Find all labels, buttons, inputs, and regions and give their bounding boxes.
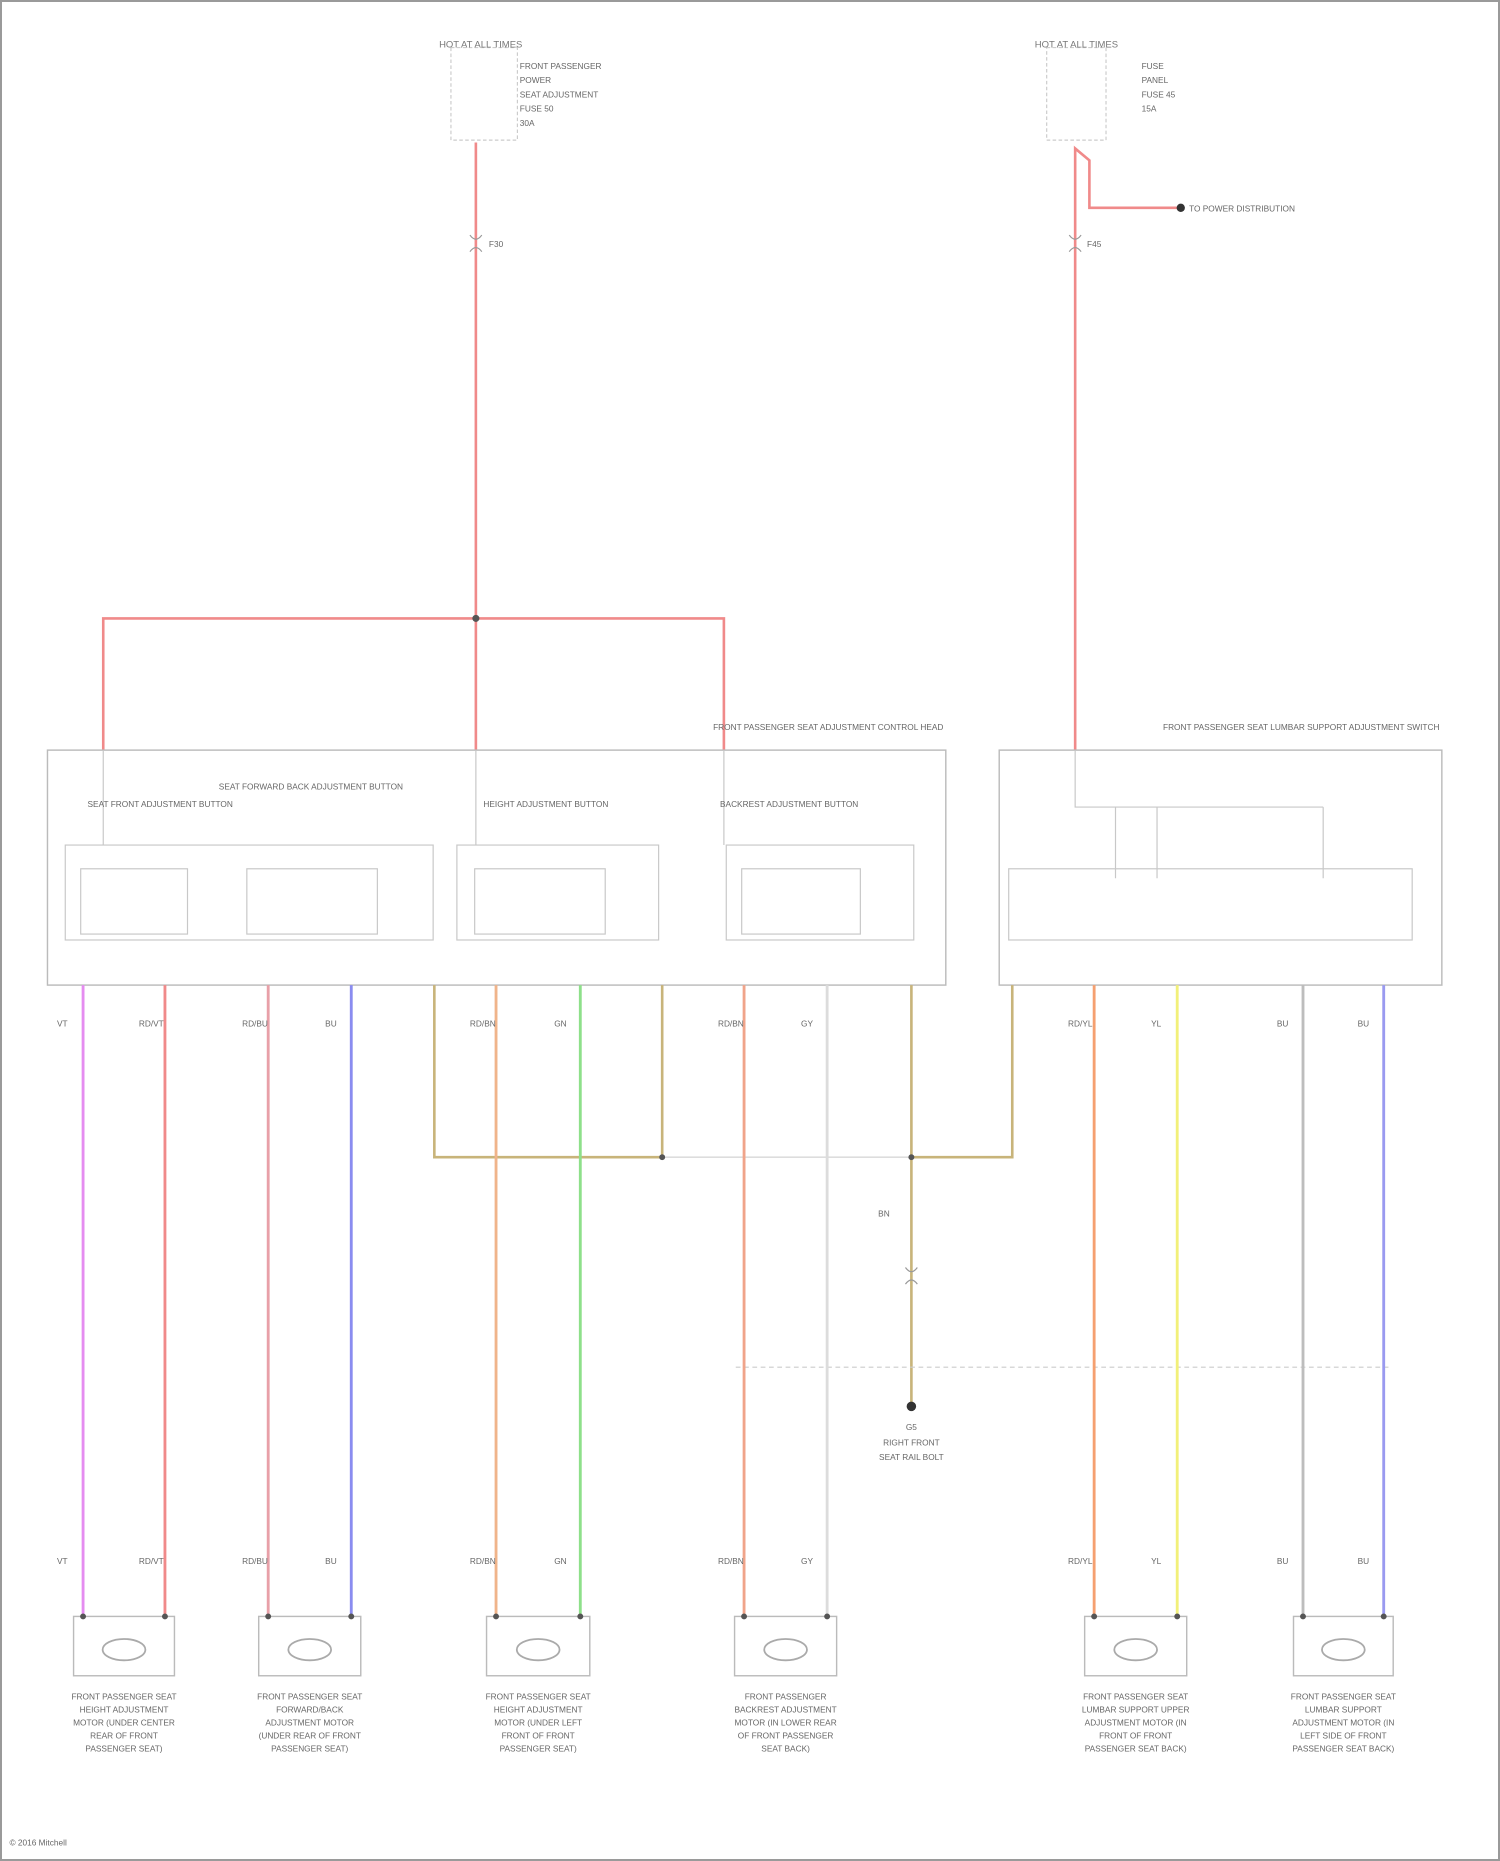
ground-desc: RIGHT FRONT [883, 1438, 940, 1448]
power-note: FUSE [1142, 61, 1165, 71]
fuse-box-left [451, 48, 517, 141]
wire-label: BU [325, 1556, 337, 1566]
power-header-right: HOT AT ALL TIMES [1035, 40, 1118, 51]
splice-dot [472, 615, 479, 622]
switch-label: SEAT FORWARD BACK ADJUSTMENT BUTTON [219, 781, 403, 791]
ground-dot [907, 1402, 916, 1411]
switch-label: SEAT FRONT ADJUSTMENT BUTTON [88, 799, 233, 809]
wire-label: BU [1358, 1019, 1370, 1029]
fuse-label: F45 [1087, 239, 1102, 249]
ground-label: G5 [906, 1422, 917, 1432]
wire-label: RD/VT [139, 1019, 164, 1029]
ground-wires [434, 985, 1012, 1406]
wire-label: YL [1151, 1556, 1162, 1566]
module-title: FRONT PASSENGER SEAT ADJUSTMENT CONTROL … [713, 722, 943, 732]
wire-label: RD/BN [718, 1556, 744, 1566]
power-note: FUSE 45 [1142, 89, 1176, 99]
power-note: FUSE 50 [520, 104, 554, 114]
wire-label: GY [801, 1556, 813, 1566]
power-note: POWER [520, 75, 551, 85]
fuse-box-right [1047, 48, 1106, 141]
branch-dot [1177, 204, 1185, 212]
lumbar-switch [999, 750, 1442, 985]
motor-icon [288, 1639, 331, 1660]
motor-icon [764, 1639, 807, 1660]
ground-desc: SEAT RAIL BOLT [879, 1452, 944, 1462]
branch-label: TO POWER DISTRIBUTION [1189, 203, 1295, 213]
switch-label: HEIGHT ADJUSTMENT BUTTON [483, 799, 608, 809]
wire-label: RD/VT [139, 1556, 164, 1566]
motor-icon [103, 1639, 146, 1660]
fuse-label: F30 [489, 239, 504, 249]
seat-control-head [47, 750, 945, 985]
wire-label: BU [1277, 1556, 1289, 1566]
wire-label: RD/BU [242, 1019, 268, 1029]
wire-label: VT [57, 1556, 68, 1566]
power-note: PANEL [1142, 75, 1169, 85]
footer-text: © 2016 Mitchell [9, 1837, 66, 1847]
wire-label: YL [1151, 1019, 1162, 1029]
wire-label: RD/YL [1068, 1019, 1093, 1029]
power-note: FRONT PASSENGER [520, 61, 602, 71]
wire-label: BU [1358, 1556, 1370, 1566]
motor-icon [1322, 1639, 1365, 1660]
power-note: SEAT ADJUSTMENT [520, 89, 599, 99]
power-wire-left [103, 143, 724, 751]
wire-label: RD/BU [242, 1556, 268, 1566]
wire-label: GN [554, 1019, 566, 1029]
power-note: 15A [1142, 104, 1157, 114]
wire-label: RD/BN [470, 1556, 496, 1566]
motor-icon [517, 1639, 560, 1660]
power-note: 30A [520, 118, 535, 128]
wire-label: RD/YL [1068, 1556, 1093, 1566]
wire-label: RD/BN [718, 1019, 744, 1029]
motor-icon [1114, 1639, 1157, 1660]
module-title: FRONT PASSENGER SEAT LUMBAR SUPPORT ADJU… [1163, 722, 1439, 732]
wire-label: BU [325, 1019, 337, 1029]
ground-wire-label: BN [878, 1208, 890, 1218]
wire-label: BU [1277, 1019, 1289, 1029]
power-header-left: HOT AT ALL TIMES [439, 40, 522, 51]
wire-label: GY [801, 1019, 813, 1029]
wire-label: RD/BN [470, 1019, 496, 1029]
switch-label: BACKREST ADJUSTMENT BUTTON [720, 799, 858, 809]
wire-label: VT [57, 1019, 68, 1029]
wire-label: GN [554, 1556, 566, 1566]
